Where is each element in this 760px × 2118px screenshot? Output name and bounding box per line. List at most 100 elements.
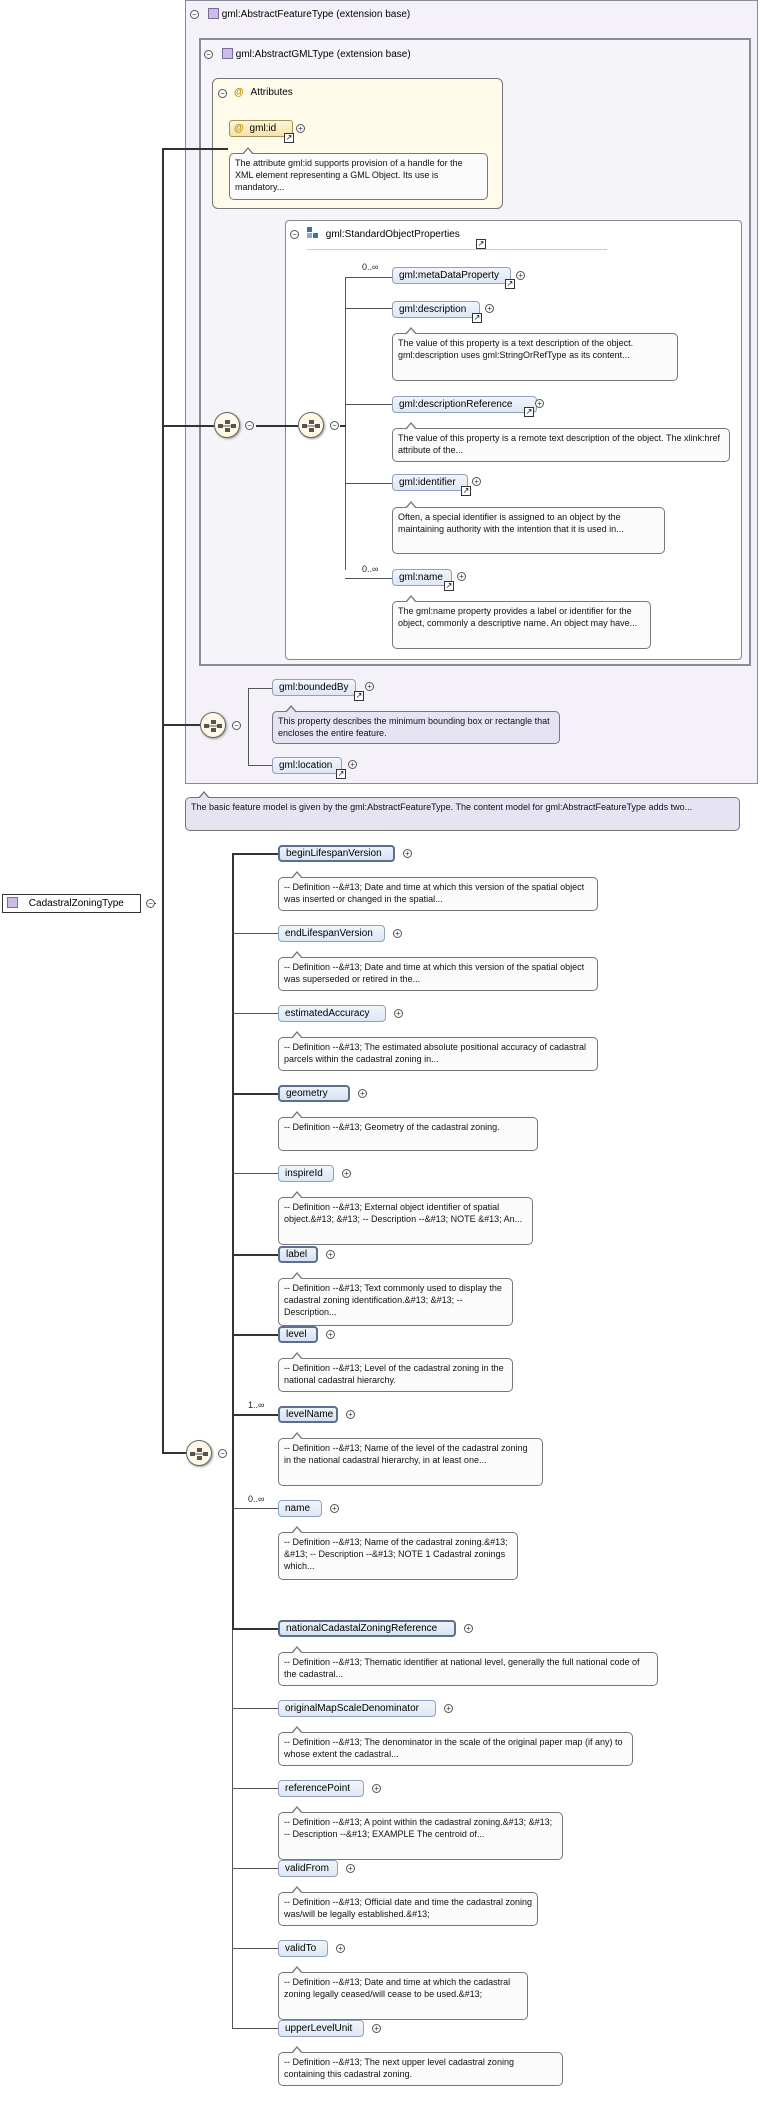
- abstract-feature-title: gml:AbstractFeatureType (extension base): [208, 8, 410, 20]
- element-expand-toggle[interactable]: [372, 2024, 381, 2033]
- gml-id-expand-toggle[interactable]: [296, 124, 305, 133]
- abstract-gml-collapse-toggle[interactable]: [204, 50, 213, 59]
- element-originalmapscaledenominator[interactable]: originalMapScaleDenominator: [278, 1700, 436, 1717]
- main-branch: [232, 933, 278, 934]
- spo-item-metadataproperty[interactable]: gml:metaDataProperty: [392, 267, 511, 284]
- spo-card-4: 0..∞: [362, 564, 379, 574]
- attributes-collapse-toggle[interactable]: [218, 89, 227, 98]
- bounded-by-element[interactable]: gml:boundedBy: [272, 679, 356, 696]
- root-element[interactable]: CadastralZoningType: [2, 894, 141, 913]
- sequence-compositor-icon[interactable]: [298, 412, 324, 438]
- element-level[interactable]: level: [278, 1326, 318, 1343]
- element-cardinality: 0..∞: [248, 1494, 265, 1504]
- spo-card-0: 0..∞: [362, 262, 379, 272]
- spo-seq-collapse-toggle[interactable]: [330, 421, 339, 430]
- element-note: -- Definition --&#13; Level of the cadas…: [278, 1352, 513, 1392]
- spo-expand-toggle-1[interactable]: [485, 304, 494, 313]
- main-branch: [232, 1708, 278, 1709]
- group-icon: [307, 227, 319, 239]
- element-note: -- Definition --&#13; Date and time at w…: [278, 951, 598, 991]
- abstract-feature-title-text: gml:AbstractFeatureType (extension base): [221, 9, 411, 20]
- element-note: -- Definition --&#13; Name of the cadast…: [278, 1526, 518, 1580]
- standard-props-title-text: gml:StandardObjectProperties: [325, 229, 460, 240]
- spo-item-description[interactable]: gml:description: [392, 301, 480, 318]
- bounded-by-expand-toggle[interactable]: [365, 682, 374, 691]
- element-expand-toggle[interactable]: [464, 1624, 473, 1633]
- spo-item-description-reference[interactable]: gml:descriptionReference: [392, 396, 537, 413]
- trunk-to-feature-seq: [162, 724, 200, 726]
- sequence-compositor-icon[interactable]: [214, 412, 240, 438]
- spo-item-identifier[interactable]: gml:identifier: [392, 474, 468, 491]
- feature-branch: [248, 688, 272, 689]
- main-seq-collapse-toggle[interactable]: [218, 1449, 227, 1458]
- element-upperlevelunit[interactable]: upperLevelUnit: [278, 2020, 364, 2037]
- reference-arrow-icon: ↗: [505, 279, 515, 289]
- element-referencepoint[interactable]: referencePoint: [278, 1780, 364, 1797]
- element-expand-toggle[interactable]: [336, 1944, 345, 1953]
- element-expand-toggle[interactable]: [403, 849, 412, 858]
- sequence-compositor-icon[interactable]: [186, 1440, 212, 1466]
- abstract-feature-collapse-toggle[interactable]: [190, 10, 199, 19]
- element-estimatedaccuracy[interactable]: estimatedAccuracy: [278, 1005, 386, 1022]
- root-collapse-toggle[interactable]: [146, 899, 155, 908]
- standard-props-collapse-toggle[interactable]: [290, 230, 299, 239]
- feature-tree-vertical: [248, 688, 249, 765]
- spo-seq-to-tree: [340, 425, 346, 427]
- reference-arrow-icon: ↗: [461, 486, 471, 496]
- element-expand-toggle[interactable]: [326, 1330, 335, 1339]
- spo-item-name[interactable]: gml:name: [392, 569, 452, 586]
- spo-expand-toggle-2[interactable]: [535, 399, 544, 408]
- spo-expand-toggle-0[interactable]: [516, 271, 525, 280]
- trunk-top-curve: [162, 148, 228, 150]
- element-expand-toggle[interactable]: [342, 1169, 351, 1178]
- spo-note-description: The value of this property is a text des…: [392, 327, 678, 381]
- attributes-title: @ Attributes: [234, 87, 293, 98]
- gml-id-attribute[interactable]: @ gml:id: [229, 120, 293, 137]
- element-note: -- Definition --&#13; The next upper lev…: [278, 2046, 563, 2086]
- spo-expand-toggle-3[interactable]: [472, 477, 481, 486]
- element-validfrom[interactable]: validFrom: [278, 1860, 338, 1877]
- gml-id-note: The attribute gml:id supports provision …: [229, 147, 488, 200]
- element-expand-toggle[interactable]: [394, 1009, 403, 1018]
- feature-seq-collapse-toggle[interactable]: [232, 721, 241, 730]
- element-name[interactable]: name: [278, 1500, 322, 1517]
- element-inspireid[interactable]: inspireId: [278, 1165, 334, 1182]
- spo-branch: [345, 578, 392, 579]
- element-note: -- Definition --&#13; Date and time at w…: [278, 1966, 528, 2020]
- element-beginlifespanversion[interactable]: beginLifespanVersion: [278, 845, 395, 862]
- main-branch: [232, 1788, 278, 1789]
- element-label[interactable]: label: [278, 1246, 318, 1263]
- location-element[interactable]: gml:location: [272, 757, 342, 774]
- element-note: -- Definition --&#13; Thematic identifie…: [278, 1646, 658, 1686]
- main-branch: [232, 1628, 278, 1630]
- element-nationalcadastalzoningreference[interactable]: nationalCadastalZoningReference: [278, 1620, 456, 1637]
- root-element-label: CadastralZoningType: [28, 898, 124, 909]
- element-geometry[interactable]: geometry: [278, 1085, 350, 1102]
- element-levelname[interactable]: levelName: [278, 1406, 338, 1423]
- element-validto[interactable]: validTo: [278, 1940, 328, 1957]
- spo-tree-vertical: [345, 277, 346, 570]
- spo-expand-toggle-4[interactable]: [457, 572, 466, 581]
- element-expand-toggle[interactable]: [346, 1410, 355, 1419]
- main-branch: [232, 1093, 278, 1095]
- main-branch: [232, 1013, 278, 1014]
- reference-arrow-icon: ↗: [444, 581, 454, 591]
- element-note: -- Definition --&#13; Official date and …: [278, 1886, 538, 1926]
- trunk-to-gml-seq: [162, 425, 214, 427]
- main-seq-required-vertical: [232, 853, 234, 1628]
- element-endlifespanversion[interactable]: endLifespanVersion: [278, 925, 385, 942]
- element-expand-toggle[interactable]: [330, 1504, 339, 1513]
- element-expand-toggle[interactable]: [444, 1704, 453, 1713]
- abstract-gml-title: gml:AbstractGMLType (extension base): [222, 48, 411, 60]
- abstract-gml-title-text: gml:AbstractGMLType (extension base): [235, 49, 411, 60]
- sequence-compositor-icon[interactable]: [200, 712, 226, 738]
- element-expand-toggle[interactable]: [326, 1250, 335, 1259]
- location-expand-toggle[interactable]: [348, 760, 357, 769]
- element-expand-toggle[interactable]: [346, 1864, 355, 1873]
- element-expand-toggle[interactable]: [358, 1089, 367, 1098]
- element-expand-toggle[interactable]: [393, 929, 402, 938]
- gml-id-label: gml:id: [249, 123, 277, 134]
- gml-seq-collapse-toggle[interactable]: [245, 421, 254, 430]
- element-expand-toggle[interactable]: [372, 1784, 381, 1793]
- main-branch: [232, 853, 278, 855]
